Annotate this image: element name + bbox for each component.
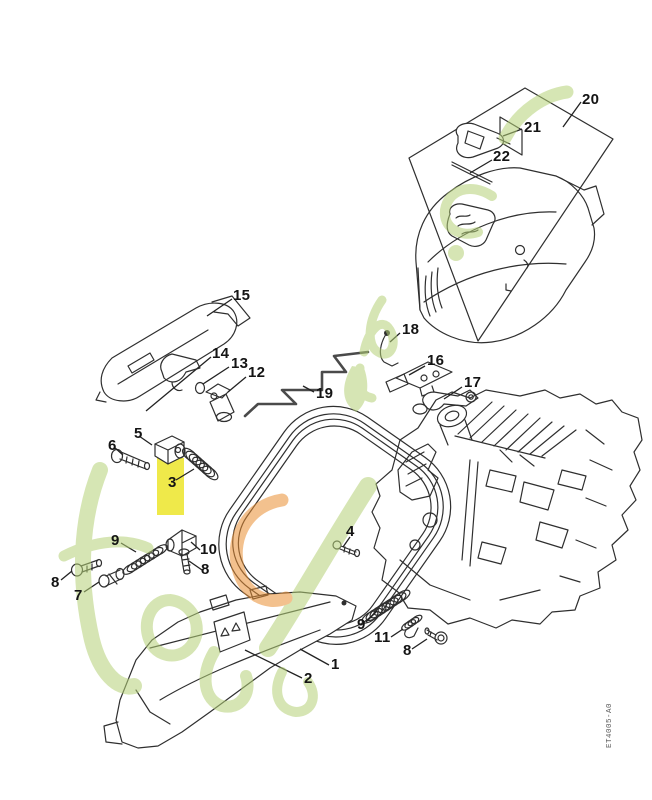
- part-callout-12: 12: [248, 364, 266, 381]
- shroud-part-20: [415, 167, 605, 344]
- part-callout-19: 19: [316, 385, 334, 402]
- part-callout-18: 18: [402, 321, 420, 338]
- lever-part-17: [412, 389, 479, 415]
- foretjardin-watermark: [58, 85, 574, 718]
- handle-housing-part-1: [103, 585, 357, 749]
- spring-part-3: [181, 447, 219, 481]
- part-callout-11: 11: [374, 629, 391, 646]
- part-callout-2: 2: [304, 670, 313, 687]
- part-callout-15: 15: [233, 287, 251, 304]
- ring-part-13: [194, 381, 206, 395]
- part-callout-16: 16: [427, 352, 445, 369]
- part-callout-9a: 9: [111, 532, 120, 549]
- highlight-box-part-3: [157, 458, 184, 515]
- handle-molding-part-15: [95, 295, 251, 403]
- interlock-part-12: [205, 383, 235, 423]
- screw-part-8b: [178, 548, 191, 575]
- screw-part-6: [110, 448, 151, 471]
- model-plate-part-2: [213, 611, 251, 653]
- part-callout-8c: 8: [403, 642, 412, 659]
- part-callout-10: 10: [200, 541, 218, 558]
- throttle-rod-part-19: [243, 350, 370, 418]
- engine-assembly: [371, 389, 643, 629]
- part-callout-5: 5: [134, 425, 143, 442]
- part-callout-14: 14: [212, 345, 230, 362]
- switch-shaft-part-16: [385, 361, 453, 397]
- spring-clip-part-11: [401, 614, 423, 639]
- diagram-code: ET4005-A0: [606, 702, 614, 748]
- part-callout-4: 4: [346, 523, 355, 540]
- block-part-10: [165, 529, 197, 557]
- part-callout-17: 17: [464, 374, 482, 391]
- part-callout-21: 21: [524, 119, 542, 136]
- screw-part-8c: [424, 627, 448, 645]
- group-frame: [408, 87, 614, 342]
- spring-part-9a: [122, 544, 168, 575]
- part-callout-7: 7: [74, 587, 83, 604]
- part-callout-3: 3: [168, 474, 177, 491]
- part-callout-13: 13: [231, 355, 249, 372]
- part-callout-6: 6: [108, 437, 117, 454]
- part-callout-8b: 8: [201, 561, 210, 578]
- nut-part-7: [98, 567, 125, 588]
- part-callout-22: 22: [493, 148, 511, 165]
- part-callout-8a: 8: [51, 574, 60, 591]
- throttle-trigger-part-14: [160, 353, 201, 392]
- part-callout-1: 1: [331, 656, 340, 673]
- part-callout-9b: 9: [357, 616, 366, 633]
- part-callout-20: 20: [582, 91, 600, 108]
